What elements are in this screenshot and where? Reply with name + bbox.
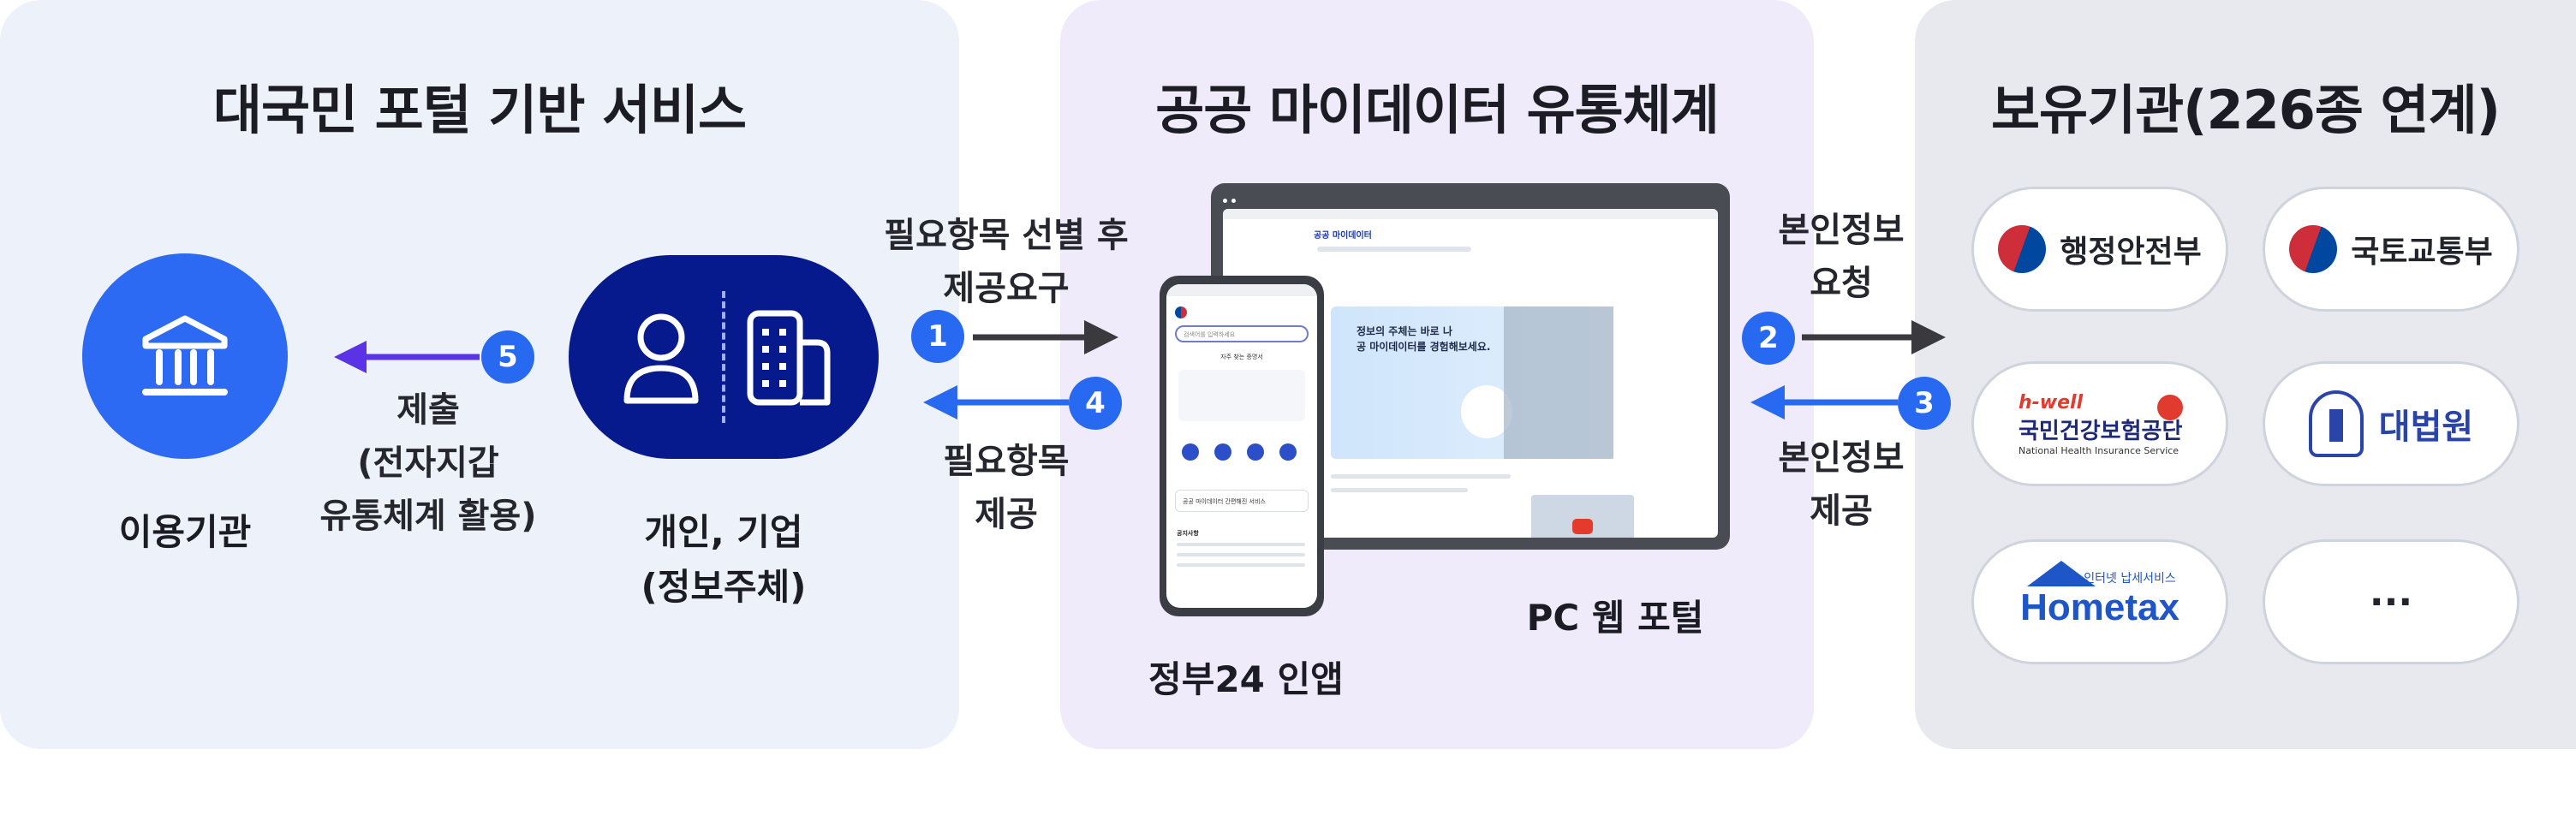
- phone-quick-icons: [1178, 438, 1305, 473]
- company-building-icon: [747, 310, 831, 406]
- step-5-label: 제출 (전자지갑 유통체계 활용): [308, 384, 548, 543]
- pc-top-bar: [1223, 209, 1718, 219]
- step-4-label-line1: 필요항목: [943, 442, 1070, 481]
- step-1-badge: 1: [911, 310, 964, 363]
- step-2-label-line2: 요청: [1810, 264, 1873, 303]
- nhis-en: National Health Insurance Service: [2018, 444, 2179, 456]
- phone-notice-line: [1177, 563, 1305, 567]
- nhis-tag: h-well: [2018, 391, 2084, 413]
- org-ministry-interior: 행정안전부: [1971, 187, 2228, 312]
- person-icon: [623, 313, 699, 404]
- arrow-provide-items: [923, 385, 1069, 419]
- individual-company-node: [569, 255, 879, 459]
- phone-notice-line: [1177, 543, 1305, 546]
- phone-section-title: 자주 찾는 증명서: [1220, 354, 1263, 360]
- pc-headline-2: 공 마이데이터를 경험해보세요.: [1357, 341, 1491, 353]
- arrow-submit: [334, 341, 480, 373]
- heart-icon: [2157, 395, 2183, 420]
- arrow-info-provide: [1750, 385, 1898, 419]
- individual-label-line1: 개인, 기업: [644, 511, 803, 553]
- taegeuk-icon: [1175, 306, 1187, 318]
- node-divider: [722, 291, 725, 423]
- government-building-icon: [142, 315, 228, 396]
- step-5-badge: 5: [481, 330, 534, 384]
- org-supreme-court: 대법원: [2263, 361, 2519, 486]
- hometax-name: Hometax: [2020, 586, 2179, 628]
- pc-quick-menu: [1504, 306, 1613, 459]
- org-ministry-land: 국토교통부: [2263, 187, 2519, 312]
- phone-search-input[interactable]: 검색어를 입력하세요: [1175, 325, 1309, 342]
- step-1-label-line1: 필요항목 선별 후: [884, 216, 1129, 255]
- step-1-label-line2: 제공요구: [943, 269, 1070, 308]
- panel-title-middle: 공공 마이데이터 유통체계: [1155, 79, 1720, 141]
- step-4-badge: 4: [1069, 377, 1122, 430]
- org-nhis: h-well 국민건강보험공단 National Health Insuranc…: [1971, 361, 2228, 486]
- step-2-badge: 2: [1742, 312, 1795, 365]
- step-1-label: 필요항목 선별 후 제공요구: [882, 209, 1130, 315]
- step-5-label-line2: (전자지갑: [357, 443, 499, 483]
- step-3-label-line1: 본인정보: [1778, 438, 1905, 478]
- pc-video-thumbnail: [1531, 495, 1634, 538]
- hometax-tag: 인터넷 납세서비스: [2084, 572, 2176, 586]
- individual-company-label: 개인, 기업 (정보주체): [569, 505, 879, 615]
- taegeuk-icon: [1998, 225, 2047, 273]
- step-5-label-line3: 유통체계 활용): [319, 497, 537, 536]
- user-organization-node: [82, 253, 288, 459]
- panel-title-right: 보유기관(226종 연계): [1991, 79, 2501, 141]
- step-4-label-line2: 제공: [975, 495, 1038, 534]
- court-emblem-icon: [2308, 390, 2364, 457]
- individual-label-line2: (정보주체): [641, 566, 807, 608]
- step-2-label-line1: 본인정보: [1778, 211, 1905, 250]
- pc-nav-bar: [1317, 247, 1471, 252]
- window-dots: [1223, 190, 1240, 219]
- phone-certificates-card: [1178, 370, 1305, 421]
- step-5-label-line1: 제출: [397, 390, 460, 430]
- org-name: 대법원: [2378, 408, 2474, 447]
- step-2-label: 본인정보 요청: [1756, 204, 1927, 310]
- panel-title-left: 대국민 포털 기반 서비스: [212, 79, 747, 141]
- gov24-in-app-screen: 검색어를 입력하세요 자주 찾는 증명서 공공 마이데이터 간편해진 서비스 공…: [1160, 276, 1324, 616]
- phone-notice-line: [1177, 553, 1305, 556]
- phone-banner[interactable]: 공공 마이데이터 간편해진 서비스: [1175, 490, 1309, 512]
- phone-status-bar: [1166, 284, 1317, 296]
- pc-list-line: [1331, 488, 1468, 492]
- arrow-info-request: [1802, 320, 1946, 354]
- pc-headline-1: 정보의 주체는 바로 나: [1357, 325, 1452, 337]
- org-name: 행정안전부: [2060, 235, 2202, 270]
- step-3-label-line2: 제공: [1810, 491, 1873, 531]
- play-icon: [1572, 519, 1593, 534]
- org-hometax: 인터넷 납세서비스 Hometax: [1971, 539, 2228, 664]
- phone-screen-content: 검색어를 입력하세요 자주 찾는 증명서 공공 마이데이터 간편해진 서비스 공…: [1166, 284, 1317, 608]
- org-more: ···: [2263, 539, 2519, 664]
- pc-list-line: [1331, 474, 1511, 479]
- step-4-label: 필요항목 제공: [925, 435, 1088, 541]
- taegeuk-icon: [2289, 225, 2338, 273]
- org-name: 국토교통부: [2351, 235, 2493, 270]
- gov24-app-label: 정부24 인앱: [1148, 658, 1344, 700]
- arrow-request: [973, 320, 1118, 354]
- phone-notice-title: 공지사항: [1177, 530, 1199, 537]
- pc-brand: 공공 마이데이터: [1314, 231, 1372, 241]
- step-3-badge: 3: [1898, 377, 1951, 430]
- more-icon: ···: [2369, 580, 2413, 624]
- house-icon: [2027, 561, 2096, 586]
- pc-portal-label: PC 웹 포털: [1526, 597, 1704, 639]
- user-organization-label: 이용기관: [118, 511, 252, 553]
- pc-hero-banner: 정보의 주체는 바로 나 공 마이데이터를 경험해보세요.: [1331, 306, 1613, 459]
- step-3-label: 본인정보 제공: [1756, 431, 1927, 538]
- nhis-name: 국민건강보험공단: [2018, 418, 2183, 444]
